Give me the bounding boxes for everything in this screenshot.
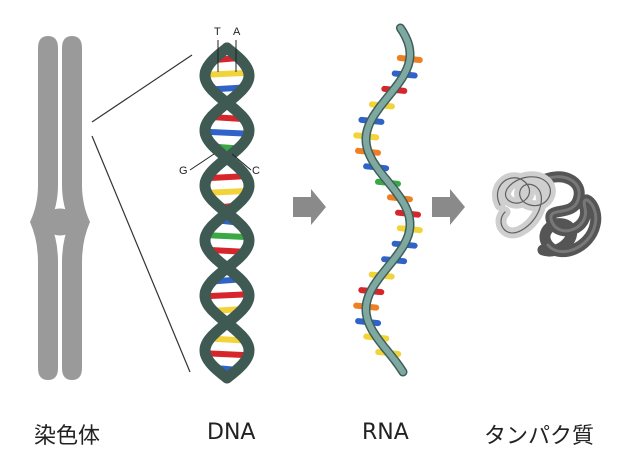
dna-base-pair: [205, 353, 248, 355]
arrow-dna-to-rna: [293, 189, 326, 225]
zoom-line-bottom: [92, 136, 190, 372]
dna-base-pair: [205, 73, 248, 75]
chromosome-centromere: [48, 209, 72, 236]
chromosome-figure: [30, 36, 90, 380]
rna-single-strand: [366, 28, 410, 372]
dna-double-helix: [205, 48, 249, 378]
base-label-t: T: [214, 26, 221, 38]
zoom-line-top: [92, 55, 192, 122]
dna-strand-b: [205, 48, 249, 378]
arrow-rna-to-protein: [432, 189, 465, 225]
label-rna: RNA: [362, 420, 409, 445]
chromosome-left-chromatid: [30, 36, 58, 380]
dna-base-pair: [205, 294, 249, 296]
base-label-c: C: [252, 165, 260, 177]
label-dna: DNA: [207, 420, 255, 445]
label-chromosome: 染色体: [34, 418, 100, 450]
zoom-lines: [92, 55, 192, 372]
label-protein: タンパク質: [484, 418, 594, 450]
base-label-a: A: [233, 26, 241, 38]
protein-figure: [497, 177, 595, 252]
base-label-g: G: [179, 165, 188, 177]
chromosome-right-chromatid: [62, 36, 90, 380]
dna-base-pair: [206, 235, 248, 237]
dna-base-pair: [205, 132, 249, 134]
